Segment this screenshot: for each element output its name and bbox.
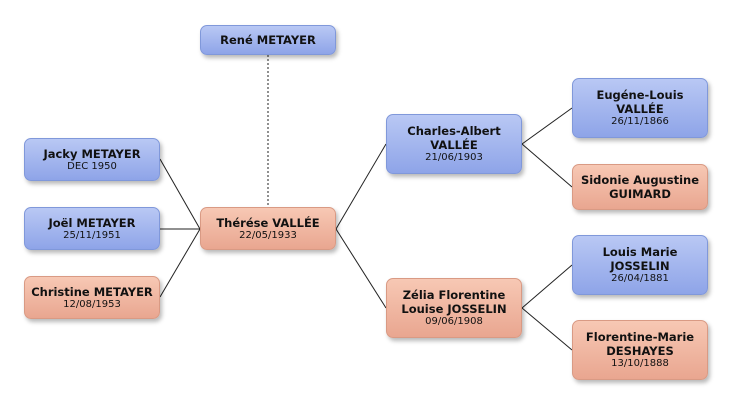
person-name-line1: Sidonie Augustine <box>580 173 700 187</box>
person-christine-metayer[interactable]: Christine METAYER 12/08/1953 <box>24 276 160 319</box>
person-name-line2: DESHAYES <box>606 344 674 358</box>
person-louis-marie-josselin[interactable]: Louis Marie JOSSELIN 26/04/1881 <box>572 235 708 295</box>
person-name-line2: JOSSELIN <box>610 259 670 273</box>
person-therese-vallee[interactable]: Thérése VALLÉE 22/05/1933 <box>200 207 336 250</box>
person-name: Christine METAYER <box>31 284 153 299</box>
link-therese-zelia <box>335 228 387 309</box>
person-name-line2: Louise JOSSELIN <box>401 302 507 316</box>
person-date: 12/08/1953 <box>63 298 121 310</box>
person-joel-metayer[interactable]: Joël METAYER 25/11/1951 <box>24 207 160 250</box>
person-date: 09/06/1908 <box>425 316 483 327</box>
person-date: DEC 1950 <box>67 160 117 172</box>
link-charles-eugene <box>521 107 573 145</box>
person-name: René METAYER <box>220 33 316 47</box>
person-rene-metayer[interactable]: René METAYER <box>200 25 336 55</box>
person-name: Joël METAYER <box>48 215 136 230</box>
person-eugene-louis-vallee[interactable]: Eugéne-Louis VALLÉE 26/11/1866 <box>572 78 708 138</box>
link-jacky-therese <box>159 158 201 230</box>
person-name-line2: VALLÉE <box>616 102 664 116</box>
person-name-line1: Zélia Florentine <box>402 288 506 302</box>
link-therese-charles <box>335 143 387 230</box>
person-date: 26/04/1881 <box>611 273 669 284</box>
person-date: 21/06/1903 <box>425 152 483 163</box>
person-date: 25/11/1951 <box>63 229 121 241</box>
person-date: 13/10/1888 <box>611 358 669 369</box>
person-zelia-josselin[interactable]: Zélia Florentine Louise JOSSELIN 09/06/1… <box>386 278 522 338</box>
link-charles-sidonie <box>521 143 573 188</box>
person-name: Jacky METAYER <box>43 146 141 161</box>
person-name-line2: GUIMARD <box>609 187 671 201</box>
person-sidonie-guimard[interactable]: Sidonie Augustine GUIMARD <box>572 164 708 210</box>
link-zelia-louis <box>521 264 573 309</box>
person-name-line2: VALLÉE <box>430 138 478 152</box>
person-jacky-metayer[interactable]: Jacky METAYER DEC 1950 <box>24 138 160 181</box>
person-name-line1: Charles-Albert <box>407 124 501 138</box>
person-charles-albert-vallee[interactable]: Charles-Albert VALLÉE 21/06/1903 <box>386 114 522 174</box>
person-name: Thérése VALLÉE <box>216 215 320 230</box>
link-christine-therese <box>159 228 201 298</box>
person-date: 26/11/1866 <box>611 116 669 127</box>
person-name-line1: Florentine-Marie <box>585 330 695 344</box>
person-date: 22/05/1933 <box>239 229 297 241</box>
person-florentine-marie-deshayes[interactable]: Florentine-Marie DESHAYES 13/10/1888 <box>572 320 708 380</box>
link-zelia-florentine <box>521 307 573 351</box>
person-name-line1: Eugéne-Louis <box>596 88 684 102</box>
person-name-line1: Louis Marie <box>602 245 678 259</box>
